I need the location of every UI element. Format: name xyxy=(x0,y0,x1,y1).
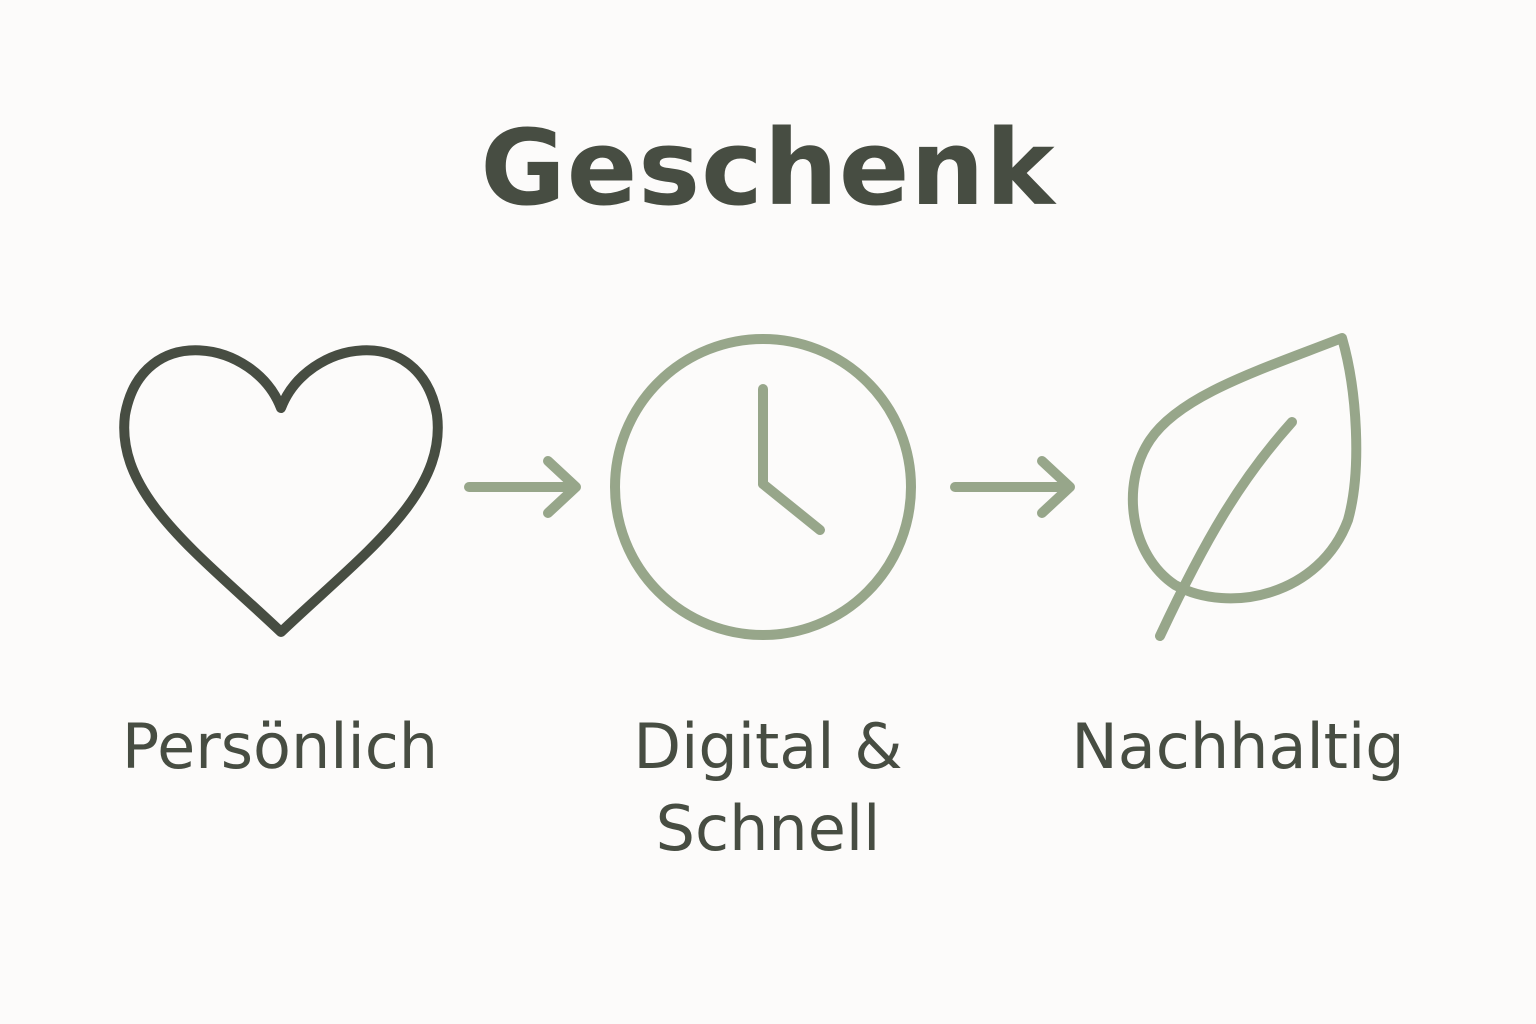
heart-icon xyxy=(119,345,443,637)
step-label-digital-line1: Digital & xyxy=(633,710,903,783)
step-label-digital-line2: Schnell xyxy=(655,792,881,865)
clock-icon xyxy=(610,334,916,640)
step-label-personal: Persönlich xyxy=(121,710,439,783)
leaf-icon xyxy=(1127,333,1362,641)
arrow-right-icon xyxy=(464,456,581,518)
arrow-right-icon xyxy=(950,456,1075,518)
diagram-title: Geschenk xyxy=(480,107,1056,229)
step-label-digital: Digital & Schnell xyxy=(568,706,968,870)
step-label-sustainable: Nachhaltig xyxy=(1071,710,1405,783)
